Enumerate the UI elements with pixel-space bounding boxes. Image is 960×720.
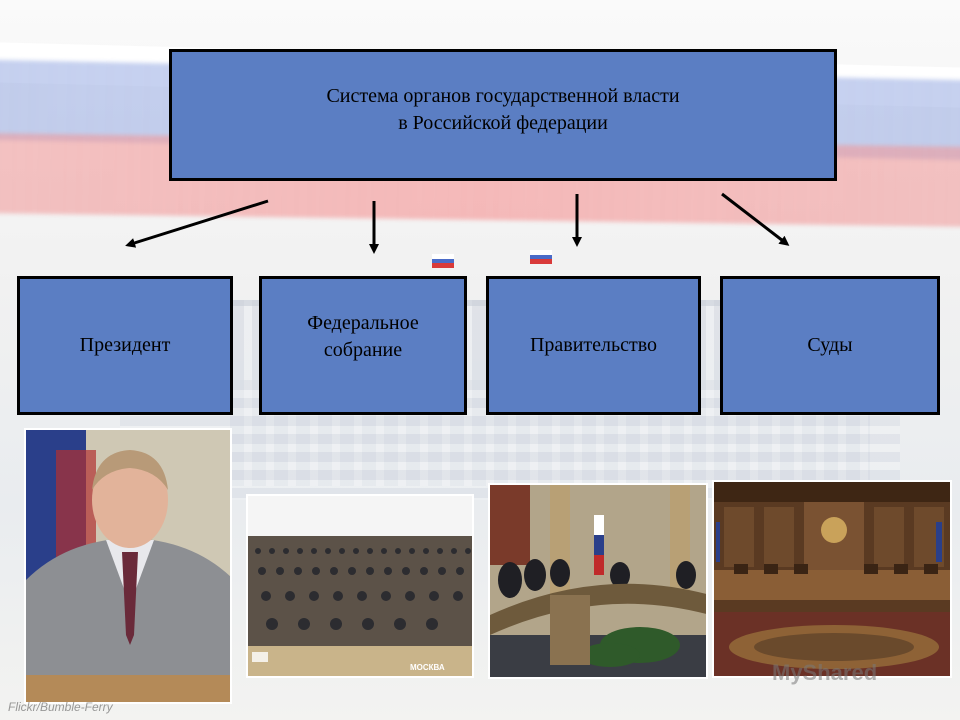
president-photo	[24, 428, 232, 704]
watermark: MyShared	[772, 660, 878, 685]
root-title-line2: в Российской федерации	[398, 112, 608, 134]
courts-photo	[712, 480, 952, 678]
branch-label: Правительство	[529, 334, 658, 356]
small-flag-icon	[530, 250, 552, 264]
branch-label: Суды	[807, 334, 853, 356]
root-box: Система органов государственной власти в…	[169, 49, 837, 181]
duma-caption: МОСКВА	[410, 663, 445, 672]
branch-label: Президент	[79, 334, 171, 356]
branch-box-president: Президент	[17, 276, 233, 415]
branch-box-government: Правительство	[486, 276, 701, 415]
branch-box-courts: Суды	[720, 276, 940, 415]
federal-assembly-photo: МОСКВА	[246, 494, 474, 678]
government-photo	[488, 483, 708, 679]
small-flag-icon	[432, 254, 454, 268]
root-title-line1: Система органов государственной власти	[326, 85, 680, 107]
branch-label: Федеральное собрание	[307, 311, 419, 361]
branch-box-federal-assembly: Федеральное собрание	[259, 276, 467, 415]
photo-signature: Flickr/Bumble-Ferry	[8, 700, 113, 714]
